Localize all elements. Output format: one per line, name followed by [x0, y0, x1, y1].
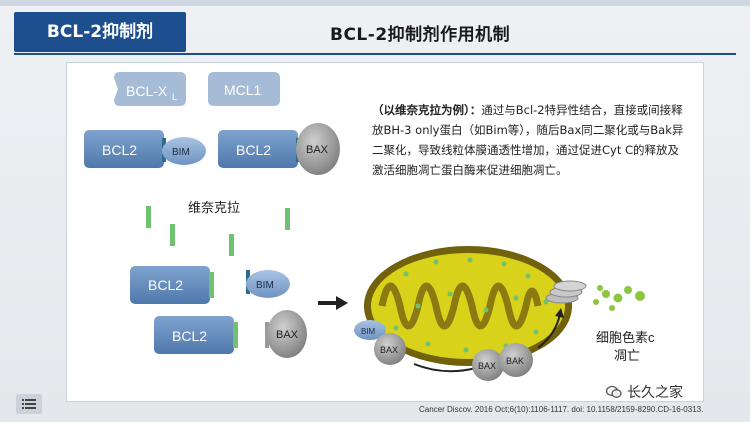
watermark-text: 长久之家 [627, 385, 683, 401]
mcl1-protein: MCL1 [208, 72, 280, 106]
wechat-icon [606, 385, 622, 398]
bclxl-protein: BCL-X L [114, 72, 186, 106]
free-bax: BAX [265, 310, 307, 358]
membrane-pore [545, 280, 587, 304]
description-text: 通过与Bcl-2特异性结合，直接或间接释放BH-3 only蛋白（如Bim等），… [372, 103, 684, 177]
title-divider [14, 53, 736, 55]
bax-bak-dimer: BAX BAK [472, 343, 533, 381]
description-bold: （以维奈克拉为例）： [372, 103, 482, 117]
mito-bim-bax: BIM BAX [354, 320, 406, 365]
apoptosis-label: 凋亡 [614, 348, 640, 363]
bclxl-sub: L [172, 92, 177, 102]
bim-label: BIM [172, 147, 190, 158]
bcl2-label-2: BCL2 [236, 142, 271, 158]
list-icon [22, 399, 36, 409]
bcl2-drug-complex-2: BCL2 [154, 316, 238, 354]
bcl2-drug-complex-1: BCL2 [130, 266, 214, 304]
drug-molecules [146, 206, 290, 256]
bax-label: BAX [306, 144, 329, 156]
mechanism-description: （以维奈克拉为例）：通过与Bcl-2特异性结合，直接或间接释放BH-3 only… [372, 100, 688, 180]
slide-title: BCL-2抑制剂作用机制 [330, 25, 511, 45]
cytochrome-c [593, 285, 645, 311]
bclxl-label: BCL-X [126, 83, 168, 99]
section-tab[interactable]: BCL-2抑制剂 [14, 12, 186, 52]
bcl2-bim-complex: BCL2 BIM [84, 130, 206, 168]
bcl2-label-3: BCL2 [148, 277, 183, 293]
bax-label-3: BAX [380, 345, 398, 355]
cytc-label: 细胞色素c [596, 330, 655, 345]
bim-label-2: BIM [256, 280, 274, 291]
watermark: 长久之家 [606, 382, 683, 402]
free-bim: BIM [246, 270, 290, 298]
bcl2-label-4: BCL2 [172, 328, 207, 344]
bak-label: BAK [506, 356, 524, 366]
mechanism-diagram: BCL-X L MCL1 BCL2 BIM BCL2 BAX 维奈克拉 [84, 72, 655, 381]
citation: Cancer Discov. 2016 Oct;6(10):1106-1117.… [419, 405, 704, 414]
bim-label-3: BIM [361, 327, 376, 336]
bcl2-bax-complex: BCL2 BAX [218, 123, 340, 175]
mitochondrion [364, 246, 572, 366]
bcl2-label: BCL2 [102, 142, 137, 158]
bax-label-4: BAX [478, 361, 496, 371]
bax-label-2: BAX [276, 329, 299, 341]
mcl1-label: MCL1 [224, 82, 262, 98]
top-strip [0, 0, 750, 6]
drug-label: 维奈克拉 [188, 200, 240, 215]
slide-menu-button[interactable] [16, 394, 42, 414]
